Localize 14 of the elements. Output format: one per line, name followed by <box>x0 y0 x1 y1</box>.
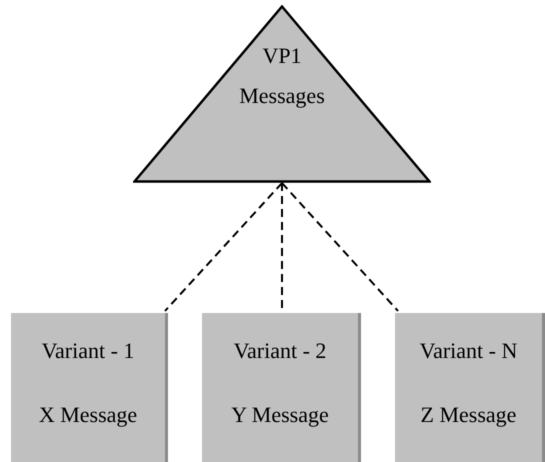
box-label: Variant - 1 <box>42 340 134 362</box>
box-label: Y Message <box>231 404 329 426</box>
box-label: Variant - N <box>420 340 518 362</box>
box-label: Z Message <box>420 404 516 426</box>
dashed-line <box>281 183 283 311</box>
box-label: Variant - 2 <box>234 340 326 362</box>
box-label: X Message <box>38 404 138 426</box>
dashed-line <box>164 182 283 312</box>
variant-box <box>202 313 361 462</box>
triangle-label: VP1 <box>262 45 302 67</box>
dashed-line <box>281 182 399 312</box>
variant-box <box>395 313 545 462</box>
triangle-label: Messages <box>239 85 325 107</box>
variant-box <box>11 313 168 462</box>
